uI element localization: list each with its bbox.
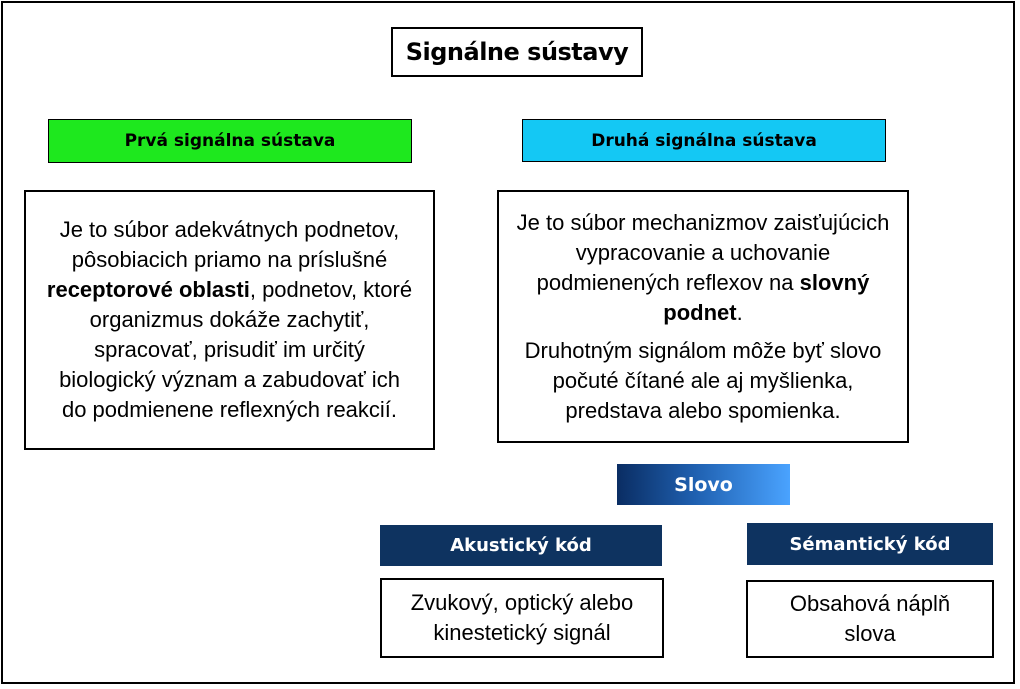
second-system-paragraph-2: Druhotným signálom môže byť slovo počuté… xyxy=(524,337,882,423)
first-system-text: Je to súbor adekvátnych podnetov, pôsobi… xyxy=(44,215,415,425)
second-system-p1-end: . xyxy=(736,299,743,325)
semantic-code-header: Sémantický kód xyxy=(747,523,993,565)
semantic-code-description: Obsahová náplň slova xyxy=(746,580,994,658)
second-signal-system-description: Je to súbor mechanizmov zaisťujúcich vyp… xyxy=(497,190,909,443)
first-system-text-end: , podnetov, ktoré organizmus dokáže zach… xyxy=(59,277,413,422)
acoustic-code-text: Zvukový, optický alebo kinestetický sign… xyxy=(410,590,634,645)
first-system-text-start: Je to súbor adekvátnych podnetov, pôsobi… xyxy=(59,217,400,272)
word-node: Slovo xyxy=(617,464,790,505)
acoustic-code-description: Zvukový, optický alebo kinestetický sign… xyxy=(380,578,664,658)
first-system-text-bold: receptorové oblasti xyxy=(46,277,250,302)
second-system-paragraph-1: Je to súbor mechanizmov zaisťujúcich vyp… xyxy=(509,208,897,328)
semantic-code-text: Obsahová náplň slova xyxy=(789,591,951,646)
second-system-p1-bold: slovný podnet xyxy=(663,269,870,325)
acoustic-code-header: Akustický kód xyxy=(380,525,662,566)
second-signal-system-header: Druhá signálna sústava xyxy=(522,119,886,162)
first-signal-system-header: Prvá signálna sústava xyxy=(48,119,412,163)
diagram-title: Signálne sústavy xyxy=(391,27,643,77)
second-system-p1-start: Je to súbor mechanizmov zaisťujúcich vyp… xyxy=(516,209,890,295)
first-signal-system-description: Je to súbor adekvátnych podnetov, pôsobi… xyxy=(24,190,435,450)
